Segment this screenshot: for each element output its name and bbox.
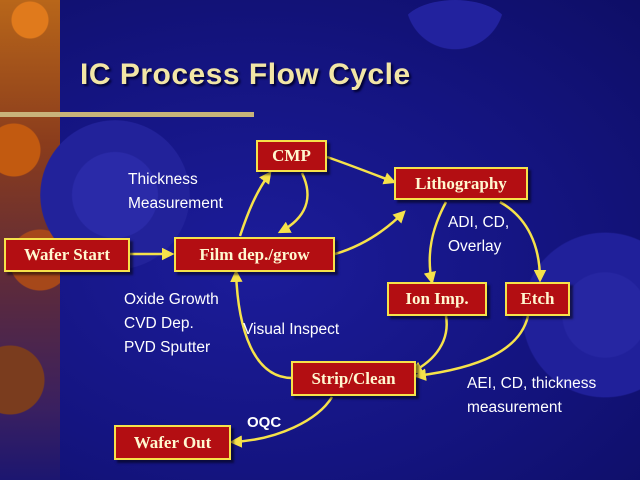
note-line: Thickness: [128, 171, 198, 188]
arrow-strip-to-film: [230, 269, 293, 380]
arrow-cmp-to-lithography: [326, 155, 397, 185]
note-adi-cd-overlay: ADI, CD, Overlay: [448, 211, 509, 259]
arrow-film-to-cmp: [238, 170, 272, 237]
label-oqc: OQC: [247, 414, 282, 431]
note-oxide-growth: Oxide Growth CVD Dep. PVD Sputter: [124, 288, 219, 360]
node-etch: Etch: [505, 282, 570, 316]
decorative-gear-top: [400, 0, 510, 60]
note-line: ADI, CD,: [448, 214, 510, 231]
note-line: Overlay: [448, 238, 502, 255]
note-line: PVD Sputter: [124, 339, 211, 356]
node-strip-clean: Strip/Clean: [291, 361, 416, 396]
note-line: CVD Dep.: [124, 315, 194, 332]
node-film-dep: Film dep./grow: [174, 237, 335, 272]
arrow-strip-to-wafer-out: [229, 396, 334, 448]
arrow-ion-to-strip: [409, 315, 448, 374]
note-line: Oxide Growth: [124, 291, 219, 308]
node-ion-imp: Ion Imp.: [387, 282, 487, 316]
arrow-film-to-lithography: [334, 210, 406, 256]
note-aei-cd-thickness: AEI, CD, thickness measurement: [467, 372, 596, 420]
note-line: measurement: [467, 399, 562, 416]
arrow-etch-to-strip: [413, 315, 530, 381]
arrow-lithography-to-etch: [499, 200, 547, 283]
node-cmp: CMP: [256, 140, 327, 172]
note-line: AEI, CD, thickness: [467, 375, 597, 392]
note-visual-inspect: Visual Inspect: [243, 321, 340, 338]
arrow-lithography-to-ion: [423, 201, 448, 285]
title-underline: [0, 112, 254, 117]
note-line: Measurement: [128, 195, 223, 212]
node-wafer-out: Wafer Out: [114, 425, 231, 460]
node-lithography: Lithography: [394, 167, 528, 200]
arrow-cmp-to-film: [277, 172, 309, 234]
node-wafer-start: Wafer Start: [4, 238, 130, 272]
slide-title: IC Process Flow Cycle: [80, 58, 411, 91]
note-thickness-measurement: Thickness Measurement: [128, 168, 223, 216]
